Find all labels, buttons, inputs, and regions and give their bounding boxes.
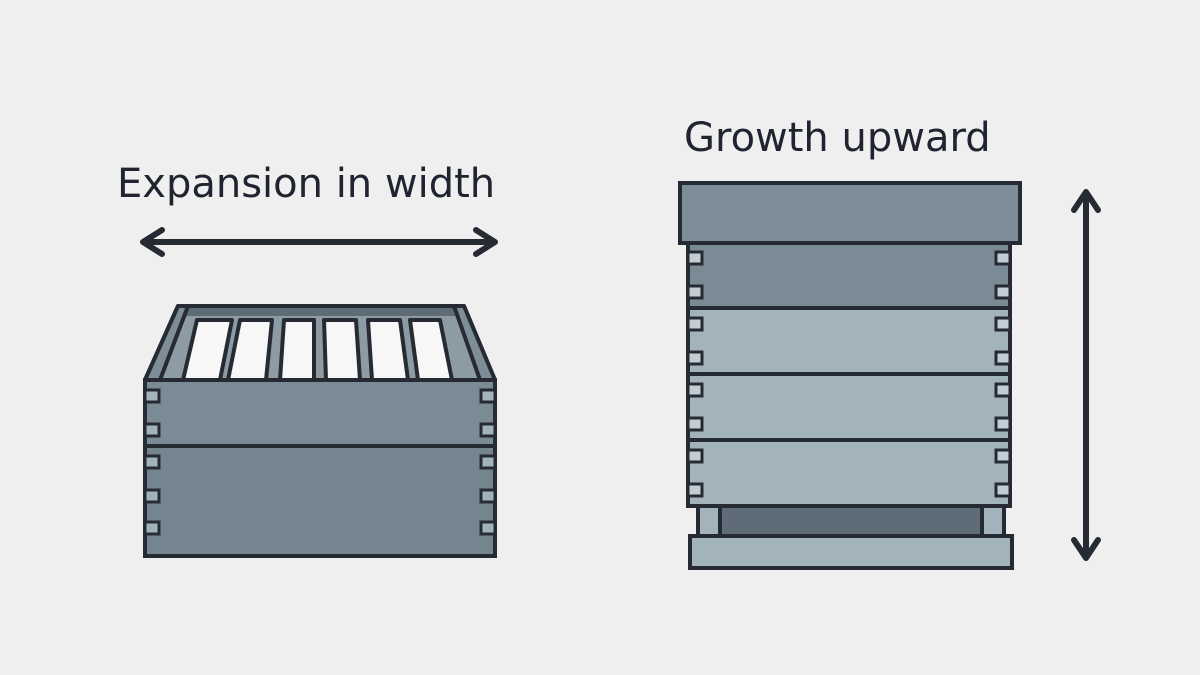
hive-lid [678, 181, 1022, 245]
hive-super-box [686, 306, 1012, 376]
expansion-in-width-caption: Expansion in width [117, 161, 496, 207]
horizontal-double-arrow-icon [140, 227, 498, 257]
hive-frame [322, 318, 362, 382]
wide-hive-lower-box [143, 444, 497, 558]
tall-hive-stack [678, 181, 1022, 570]
hive-super-box [686, 438, 1012, 508]
hive-super-box [686, 240, 1012, 310]
hive-frame [278, 318, 316, 382]
vertical-double-arrow-icon [1071, 189, 1101, 561]
growth-upward-caption: Growth upward [684, 115, 991, 161]
hive-frame [366, 318, 410, 382]
hive-base-stand [688, 502, 1014, 570]
wide-hive-box [143, 304, 497, 558]
wide-hive-upper-box [143, 378, 497, 448]
hive-super-box [686, 372, 1012, 442]
